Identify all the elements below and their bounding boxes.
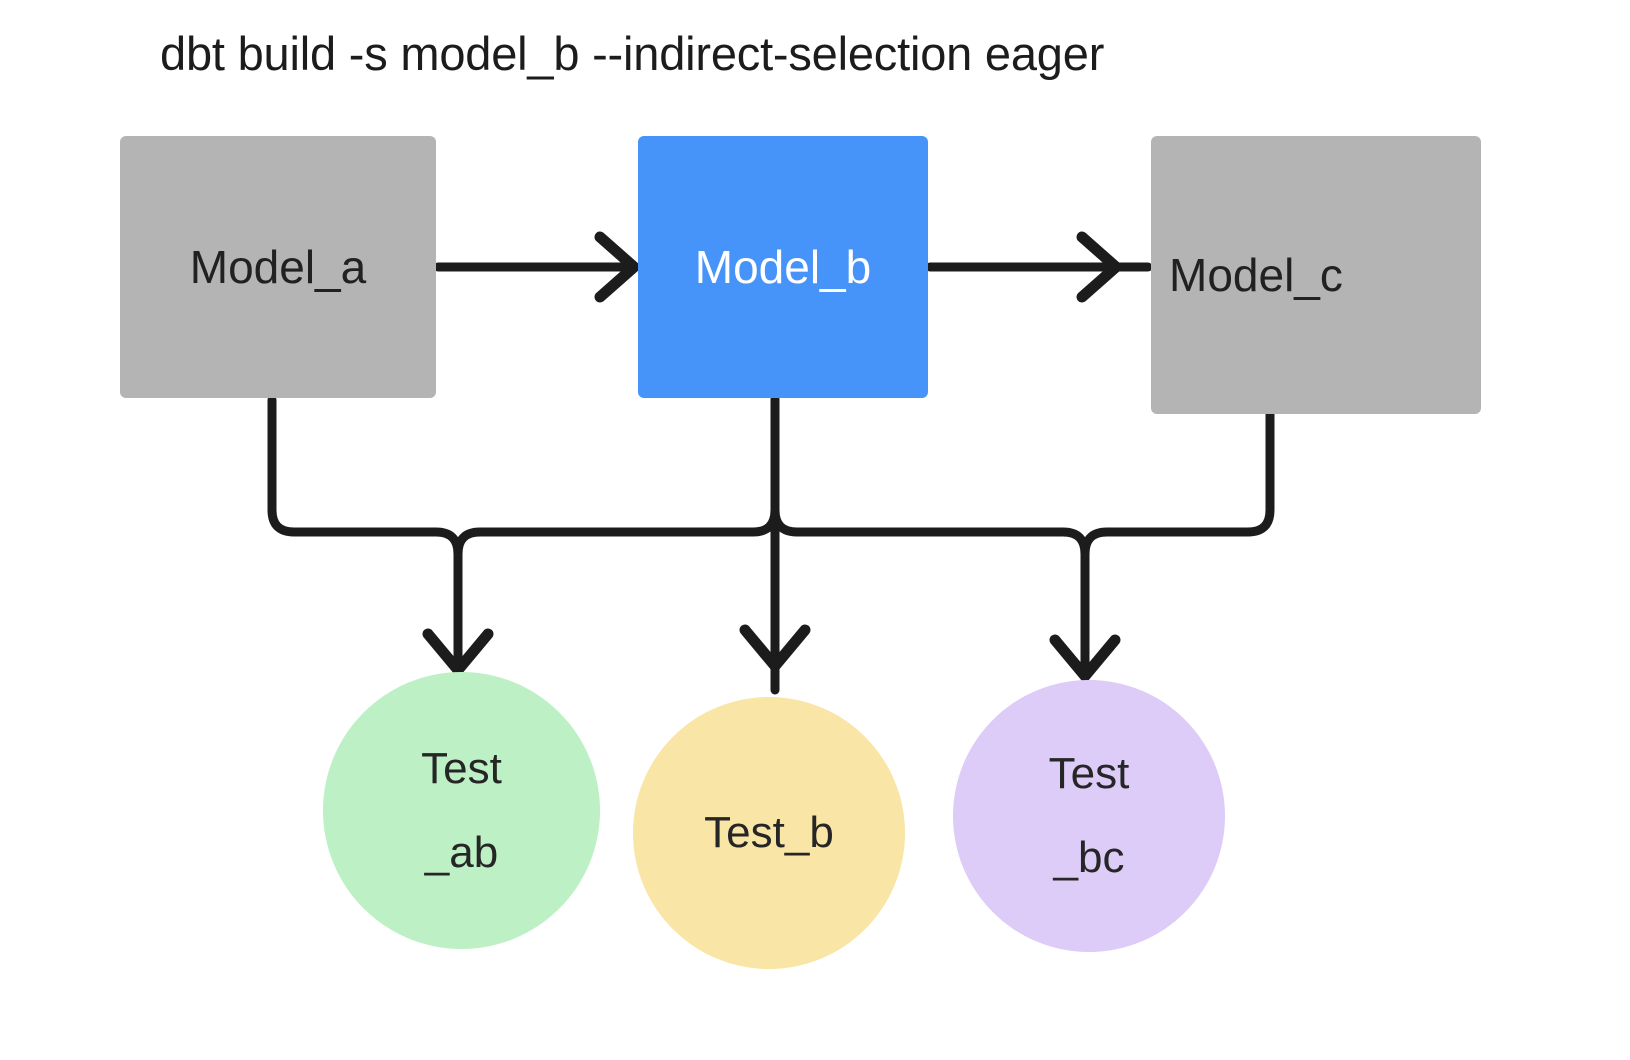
node-test-ab-label-line1: Test — [421, 743, 502, 793]
edge-line — [770, 395, 1090, 681]
edge-model-c-to-test-bc — [1080, 409, 1275, 559]
node-test-bc-label-line1: Test — [1048, 749, 1130, 798]
arrowhead-icon — [1049, 634, 1121, 682]
edge-model-b-to-test-bc — [770, 395, 1121, 682]
node-model-b-label: Model_b — [694, 241, 872, 293]
arrowhead-icon — [422, 628, 494, 676]
edge-line — [1080, 409, 1275, 559]
edge-model-a-to-test-ab — [267, 395, 494, 676]
arrowhead-icon — [594, 231, 640, 303]
edge-model-b-to-model-c — [925, 231, 1153, 303]
edge-model-b-to-test-ab — [453, 395, 780, 559]
node-test-bc-label-line2: _bc — [1053, 833, 1125, 882]
diagram-title: dbt build -s model_b --indirect-selectio… — [160, 27, 1105, 80]
node-model-c[interactable]: Model_c — [1151, 136, 1481, 414]
edge-line — [453, 395, 780, 559]
node-test-b-label-line1: Test_b — [704, 808, 834, 857]
edge-model-a-to-model-b — [433, 231, 640, 303]
node-model-a[interactable]: Model_a — [120, 136, 436, 398]
node-test-b[interactable]: Test_b — [633, 697, 905, 969]
node-test-ab[interactable]: Test _ab — [323, 672, 600, 949]
node-model-c-label: Model_c — [1169, 249, 1343, 301]
arrowhead-icon — [1076, 231, 1122, 303]
arrowhead-icon — [739, 624, 811, 672]
node-model-a-label: Model_a — [189, 241, 367, 293]
node-model-b[interactable]: Model_b — [638, 136, 928, 398]
node-test-ab-label-line2: _ab — [424, 827, 499, 877]
edge-line — [267, 395, 463, 673]
node-test-bc[interactable]: Test _bc — [953, 680, 1225, 952]
